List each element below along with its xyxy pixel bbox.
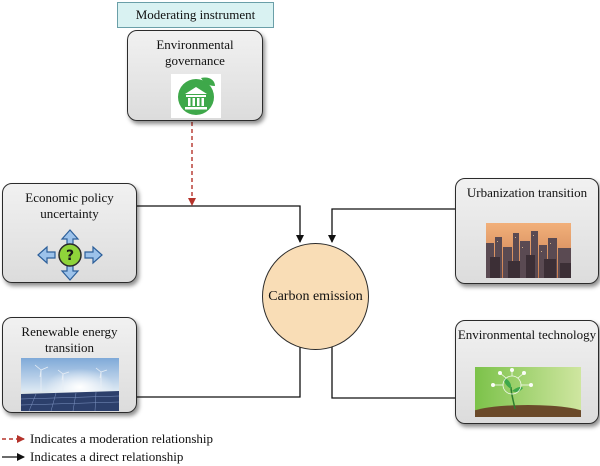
node-carbon-emission: Carbon emission: [262, 243, 369, 350]
node-label: Economic policy uncertainty: [25, 190, 114, 221]
city-skyline-photo: [486, 223, 571, 278]
node-renewable-energy-transition: Renewable energy transition: [2, 317, 137, 413]
solar-wind-photo: [21, 358, 119, 411]
arrow-epu-to-carbon: [137, 205, 304, 243]
node-economic-policy-uncertainty: Economic policy uncertainty ?: [2, 183, 137, 283]
legend: Indicates a moderation relationship Indi…: [0, 428, 300, 466]
moderating-instrument-label: Moderating instrument: [117, 2, 274, 28]
node-label: Urbanization transition: [466, 185, 588, 200]
question-arrows-icon: ?: [37, 229, 103, 281]
sprout-tech-photo: [475, 367, 581, 417]
node-urbanization-transition: Urbanization transition: [455, 178, 599, 284]
node-label: Environmental governance: [156, 37, 234, 68]
node-label: Renewable energy transition: [21, 324, 118, 355]
arrow-tech-to-carbon: [328, 333, 455, 399]
legend-direct-label: Indicates a direct relationship: [30, 449, 184, 464]
svg-text:?: ?: [66, 248, 74, 264]
node-environmental-technology: Environmental technology: [455, 320, 599, 424]
node-label: Environmental technology: [457, 327, 597, 342]
legend-moderation-label: Indicates a moderation relationship: [30, 431, 214, 446]
green-bank-icon: [171, 74, 221, 118]
arrow-urb-to-carbon: [328, 208, 455, 243]
arrow-ret-to-carbon: [137, 333, 304, 398]
node-label: Carbon emission: [268, 289, 363, 304]
node-environmental-governance: Environmental governance: [127, 30, 263, 121]
